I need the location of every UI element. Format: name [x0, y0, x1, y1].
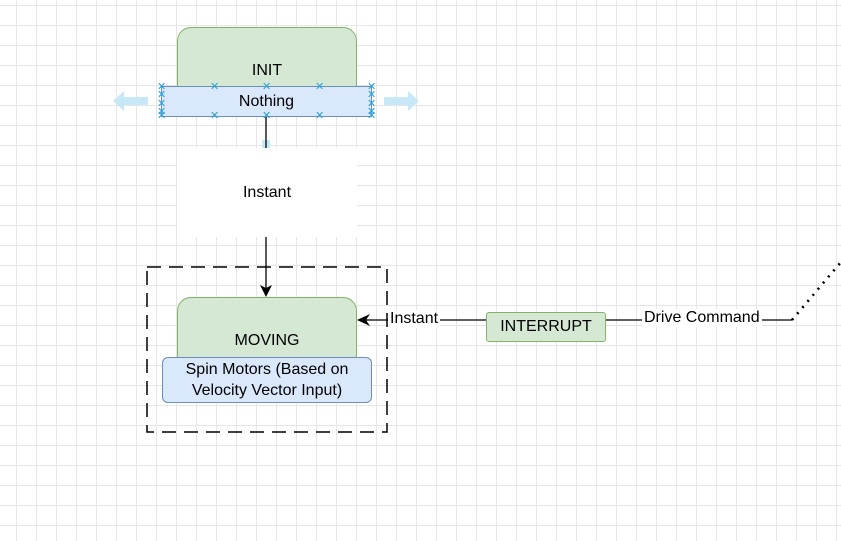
selection-handle-icon[interactable]: ✕: [157, 89, 167, 101]
moving-action[interactable]: Spin Motors (Based on Velocity Vector In…: [162, 357, 372, 403]
init-state-title: INIT: [251, 62, 283, 79]
moving-action-label: Spin Motors (Based on Velocity Vector In…: [185, 361, 349, 399]
interrupt-state-title: INTERRUPT: [500, 318, 592, 335]
selection-handle-icon[interactable]: ✕: [157, 110, 167, 122]
moving-group-container[interactable]: [146, 266, 388, 433]
selection-handle-icon[interactable]: ✕: [367, 81, 377, 93]
hint-arrow-right-icon[interactable]: [384, 91, 419, 111]
init-action[interactable]: Nothing: [161, 86, 372, 117]
selection-handle-icon[interactable]: ✕: [367, 106, 377, 118]
moving-state-title: MOVING: [234, 332, 300, 349]
selection-handle-icon[interactable]: ✕: [262, 81, 272, 93]
selection-handle-icon[interactable]: ✕: [315, 81, 325, 93]
selection-handle-icon[interactable]: ✕: [157, 98, 167, 110]
selection-handle-icon[interactable]: ✕: [210, 110, 220, 122]
hint-arrow-left-icon[interactable]: [113, 91, 148, 111]
dotted-edge[interactable]: [791, 261, 841, 321]
edge-label-interrupt-to-moving-text: Instant: [390, 310, 439, 327]
selection-handle-icon[interactable]: ✕: [157, 81, 167, 93]
edge-init-to-moving-arrowhead: [260, 285, 272, 297]
edge-label-init-to-moving[interactable]: Instant: [177, 148, 357, 237]
interrupt-state[interactable]: INTERRUPT: [486, 312, 606, 342]
edge-label-init-to-moving-text: Instant: [242, 183, 292, 201]
selection-handle-icon[interactable]: ✕: [315, 110, 325, 122]
edge-label-drive-command-text: Drive Command: [644, 309, 760, 326]
selection-handle-icon[interactable]: ✕: [262, 110, 272, 122]
init-action-label: Nothing: [238, 93, 295, 110]
selection-handle-icon[interactable]: ✕: [367, 110, 377, 122]
edge-label-interrupt-to-moving[interactable]: Instant: [388, 310, 441, 328]
selection-handle-icon[interactable]: ✕: [367, 98, 377, 110]
selection-handle-icon[interactable]: ✕: [367, 89, 377, 101]
edge-label-drive-command[interactable]: Drive Command: [642, 309, 762, 327]
edge-interrupt-to-moving-arrowhead: [357, 314, 370, 326]
selection-handle-icon[interactable]: ✕: [157, 106, 167, 118]
selection-handle-icon[interactable]: ✕: [210, 81, 220, 93]
